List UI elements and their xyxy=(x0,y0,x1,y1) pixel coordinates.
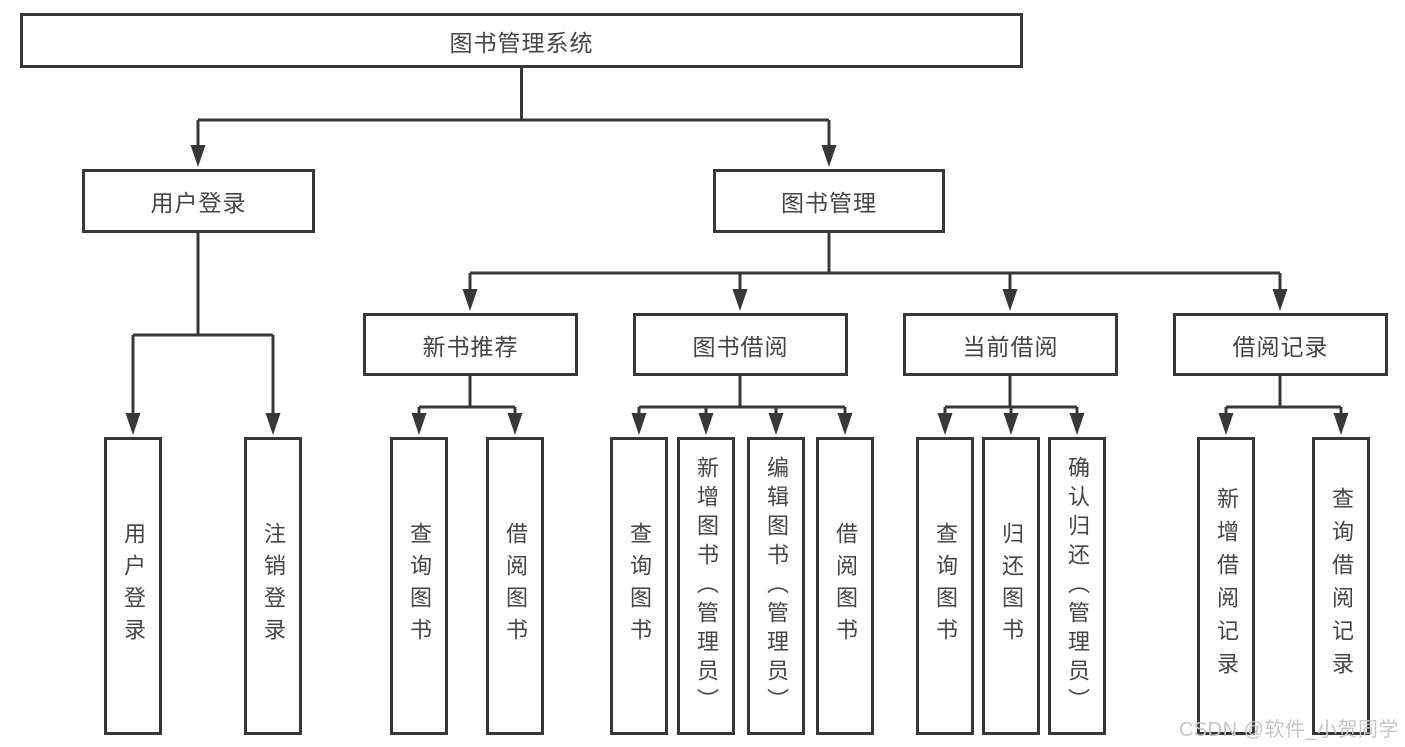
arrow-down-icon xyxy=(1003,413,1019,435)
leaf-return-book: 归还图书 xyxy=(982,437,1040,735)
arrow-down-icon xyxy=(462,289,478,311)
node-new-book-recommend: 新书推荐 xyxy=(363,313,578,376)
arrow-down-icon xyxy=(698,413,714,435)
leaf-add-borrow-record-label: 新增借阅记录 xyxy=(1214,487,1239,685)
node-root: 图书管理系统 xyxy=(20,13,1023,68)
node-book-management: 图书管理 xyxy=(713,169,945,233)
leaf-borrow-books: 借阅图书 xyxy=(486,437,544,735)
leaf-query-books-label: 查询图书 xyxy=(407,522,432,650)
arrow-down-icon xyxy=(1272,289,1288,311)
arrow-down-icon xyxy=(631,413,647,435)
arrow-down-icon xyxy=(125,413,141,435)
leaf-query-borrow-record-label: 查询借阅记录 xyxy=(1329,487,1354,685)
leaf-query-books: 查询图书 xyxy=(390,437,448,735)
connector-book-management-children xyxy=(468,233,1282,293)
arrow-down-icon xyxy=(190,145,206,167)
leaf-logout-label: 注销登录 xyxy=(261,522,286,650)
node-book-borrow-label: 图书借阅 xyxy=(692,333,789,360)
connector-book-borrow-children xyxy=(637,376,847,417)
leaf-add-book-admin: 新增图书（管理员） xyxy=(677,437,735,735)
connector-borrow-records-children xyxy=(1224,376,1343,417)
leaf-query-books: 查询图书 xyxy=(610,437,668,735)
leaf-edit-book-admin-label: 编辑图书（管理员） xyxy=(764,455,789,717)
arrow-down-icon xyxy=(265,413,281,435)
leaf-borrow-books-label: 借阅图书 xyxy=(833,522,858,650)
node-root-label: 图书管理系统 xyxy=(449,29,594,56)
leaf-edit-book-admin: 编辑图书（管理员） xyxy=(747,437,805,735)
watermark: CSDN @软件_小贺同学 xyxy=(1178,719,1399,741)
arrow-down-icon xyxy=(411,413,427,435)
arrow-down-icon xyxy=(1069,413,1085,435)
arrow-down-icon xyxy=(937,413,953,435)
leaf-confirm-return-admin: 确认归还（管理员） xyxy=(1048,437,1106,735)
leaf-user-login-label: 用户登录 xyxy=(121,522,146,650)
leaf-user-login: 用户登录 xyxy=(104,437,162,735)
leaf-add-book-admin-label: 新增图书（管理员） xyxy=(694,455,719,717)
node-user-login: 用户登录 xyxy=(82,169,315,233)
connector-new-book-recommend-children xyxy=(417,376,517,417)
arrow-down-icon xyxy=(1218,413,1234,435)
node-book-borrow: 图书借阅 xyxy=(633,313,848,376)
leaf-return-book-label: 归还图书 xyxy=(999,522,1024,650)
node-book-management-label: 图书管理 xyxy=(781,190,877,216)
arrow-down-icon xyxy=(837,413,853,435)
connector-root-children xyxy=(196,68,831,149)
leaf-query-books-label: 查询图书 xyxy=(933,522,958,650)
arrowheads xyxy=(125,145,1349,435)
leaf-query-books-label: 查询图书 xyxy=(627,522,652,650)
node-current-borrow-label: 当前借阅 xyxy=(962,333,1059,360)
leaf-borrow-books: 借阅图书 xyxy=(816,437,874,735)
node-user-login-label: 用户登录 xyxy=(150,190,247,216)
arrow-down-icon xyxy=(821,145,837,167)
node-current-borrow: 当前借阅 xyxy=(903,313,1118,376)
leaf-confirm-return-admin-label: 确认归还（管理员） xyxy=(1065,455,1090,717)
node-borrow-records: 借阅记录 xyxy=(1173,313,1388,376)
leaf-query-books: 查询图书 xyxy=(916,437,974,735)
arrow-down-icon xyxy=(732,289,748,311)
connector-user-login-children xyxy=(131,233,275,417)
arrow-down-icon xyxy=(1002,289,1018,311)
arrow-down-icon xyxy=(768,413,784,435)
connector-current-borrow-children xyxy=(943,376,1079,417)
leaf-add-borrow-record: 新增借阅记录 xyxy=(1197,437,1255,735)
arrow-down-icon xyxy=(507,413,523,435)
leaf-query-borrow-record: 查询借阅记录 xyxy=(1312,437,1370,735)
node-borrow-records-label: 借阅记录 xyxy=(1232,333,1329,360)
node-new-book-recommend-label: 新书推荐 xyxy=(422,333,519,360)
leaf-logout: 注销登录 xyxy=(244,437,302,735)
arrow-down-icon xyxy=(1333,413,1349,435)
leaf-borrow-books-label: 借阅图书 xyxy=(503,522,528,650)
